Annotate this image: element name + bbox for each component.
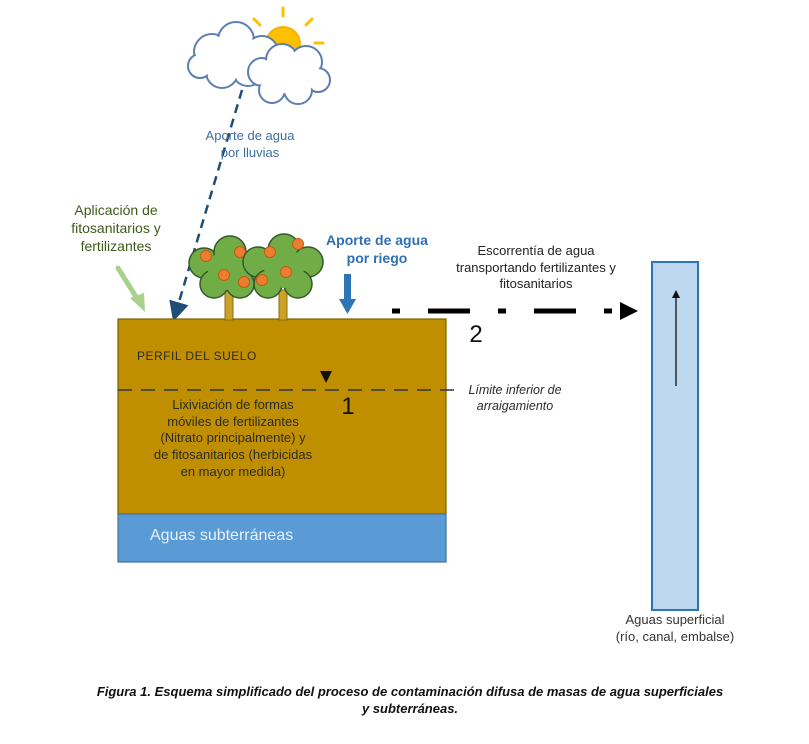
flow-arrow <box>672 290 680 386</box>
surface-water <box>651 261 699 611</box>
rain-arrow <box>169 89 244 322</box>
cloud-icon <box>247 43 331 105</box>
leaching-arrow <box>320 371 332 383</box>
figure-caption: Figura 1. Esquema simplificado del proce… <box>96 684 724 716</box>
soil-profile <box>117 318 447 515</box>
groundwater-layer <box>117 513 447 563</box>
runoff-arrow <box>392 302 638 320</box>
irrigation-arrow <box>339 274 356 314</box>
groundwater-label: Aguas subterráneas <box>150 527 294 544</box>
tree-icon <box>242 233 324 321</box>
process-number-1: 1 <box>341 393 355 420</box>
soil-profile-label: PERFIL DEL SUELO <box>137 349 257 363</box>
surface-water-label: Aguas superficial(río, canal, embalse) <box>615 612 735 644</box>
process-number-2: 2 <box>469 321 483 348</box>
application-arrow <box>115 265 145 312</box>
